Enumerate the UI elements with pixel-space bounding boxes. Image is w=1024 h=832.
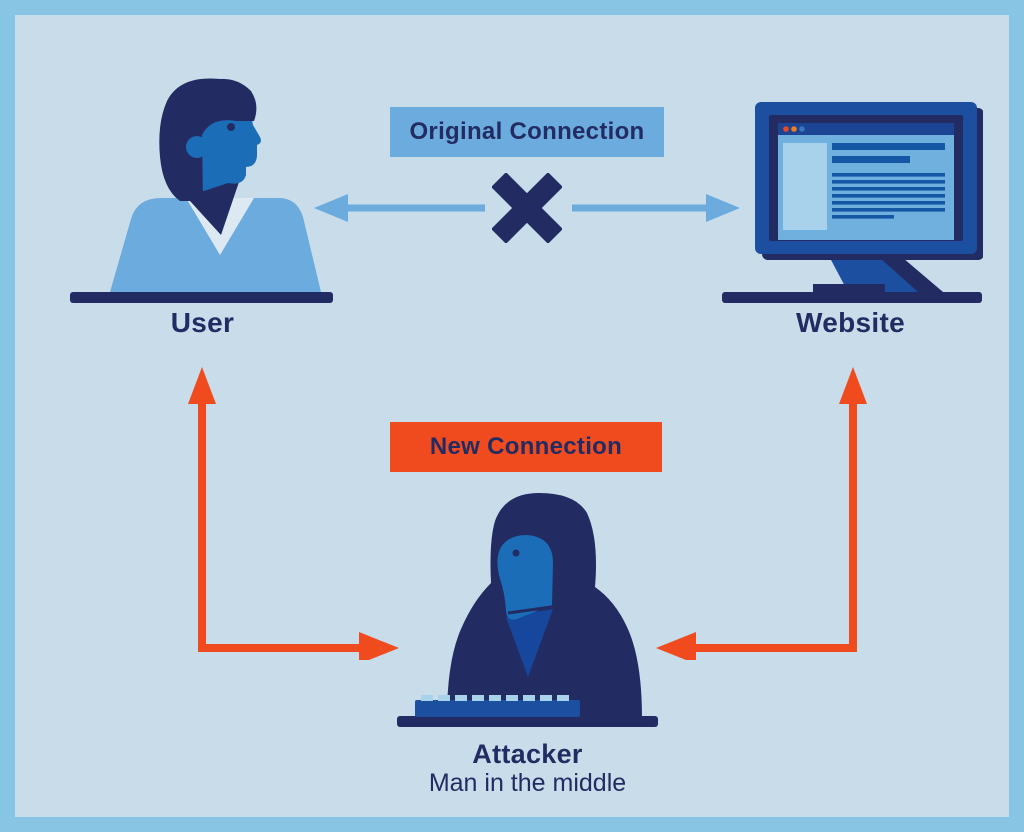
new-connection-label: New Connection — [429, 433, 623, 460]
user-icon — [70, 78, 333, 303]
attacker-icon — [397, 493, 658, 727]
original-connection-label: Original Connection — [409, 118, 645, 145]
website-monitor-icon — [722, 102, 983, 303]
user-label: User — [170, 307, 235, 338]
blocked-x-icon — [492, 173, 562, 243]
original-connection-arrow-left-icon — [314, 194, 740, 222]
original-connection-banner: Original Connection — [390, 107, 664, 157]
attacker-label: Attacker — [472, 739, 583, 769]
new-connection-banner: New Connection — [390, 422, 662, 472]
new-connection-arrow-website-icon — [656, 367, 867, 660]
website-label: Website — [796, 307, 905, 338]
attacker-sublabel: Man in the middle — [428, 769, 627, 797]
new-connection-arrow-user-icon — [188, 367, 399, 660]
